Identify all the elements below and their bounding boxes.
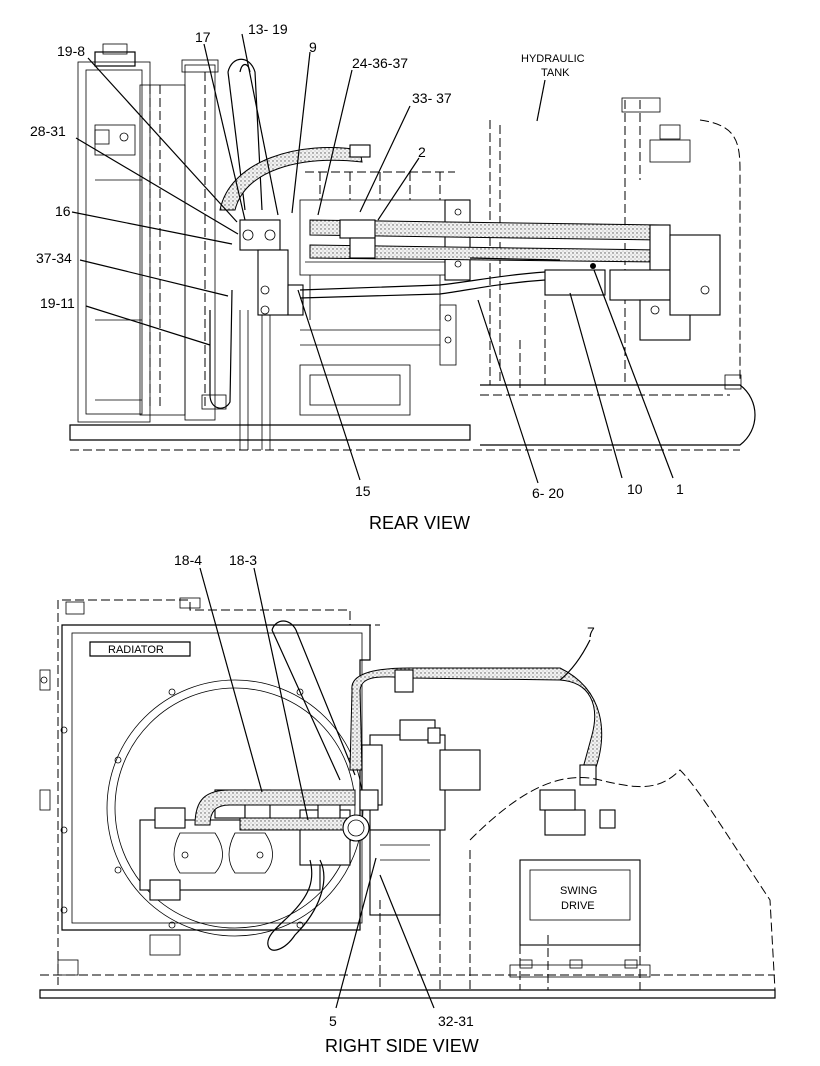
swing-drive-label-2: DRIVE — [561, 900, 595, 912]
callout-18-4: 18-4 — [174, 552, 202, 568]
radiator-label: RADIATOR — [108, 644, 164, 656]
side-leader-lines — [199, 567, 591, 1009]
callout-7: 7 — [587, 624, 595, 640]
rear-leader-lines — [71, 33, 674, 484]
side-callout-labels: 18-4 18-3 7 5 32-31 RADIATOR SWING DRIVE… — [108, 552, 597, 1056]
callout-24-36-37: 24-36-37 — [352, 55, 408, 71]
hydraulic-tank-label-1: HYDRAULIC — [521, 53, 585, 65]
callout-13-19: 13- 19 — [248, 21, 288, 37]
rear-fittings — [239, 144, 721, 341]
side-view-caption: RIGHT SIDE VIEW — [325, 1036, 479, 1056]
callout-33-37: 33- 37 — [412, 90, 452, 106]
side-base — [39, 934, 776, 999]
side-swing-drive — [379, 769, 776, 991]
callout-28-31: 28-31 — [30, 123, 66, 139]
rear-base-frame — [69, 329, 756, 451]
callout-9: 9 — [309, 39, 317, 55]
callout-2: 2 — [418, 144, 426, 160]
callout-1: 1 — [676, 481, 684, 497]
callout-10: 10 — [627, 481, 643, 497]
callout-18-3: 18-3 — [229, 552, 257, 568]
rear-view-caption: REAR VIEW — [369, 513, 470, 533]
callout-37-34: 37-34 — [36, 250, 72, 266]
side-view-drawing — [39, 597, 776, 999]
hydraulic-tank-label-2: TANK — [541, 67, 570, 79]
callout-19-11: 19-11 — [40, 295, 75, 311]
callout-6-20: 6- 20 — [532, 485, 564, 501]
rear-view-drawing — [69, 43, 756, 451]
side-tube-top — [271, 620, 356, 781]
callout-16: 16 — [55, 203, 71, 219]
tube-19-11 — [201, 289, 233, 410]
rear-struts — [239, 310, 271, 450]
rear-radiator-frame — [77, 43, 219, 423]
rear-hose-upper — [219, 147, 363, 211]
rear-hoses-horizontal — [309, 219, 661, 263]
rear-callout-labels: 17 13- 19 9 24-36-37 19-8 33- 37 28-31 2… — [30, 21, 684, 533]
pipe-6-20 — [299, 271, 546, 299]
hose-7 — [349, 667, 603, 786]
callout-17: 17 — [195, 29, 211, 45]
side-control-valve — [342, 719, 481, 916]
side-pump-assembly — [139, 789, 351, 951]
callout-19-8: 19-8 — [57, 43, 85, 59]
callout-32-31: 32-31 — [438, 1013, 474, 1029]
rear-engine-block — [299, 171, 471, 366]
swing-drive-label-1: SWING — [560, 885, 597, 897]
callout-5: 5 — [329, 1013, 337, 1029]
callout-15: 15 — [355, 483, 371, 499]
